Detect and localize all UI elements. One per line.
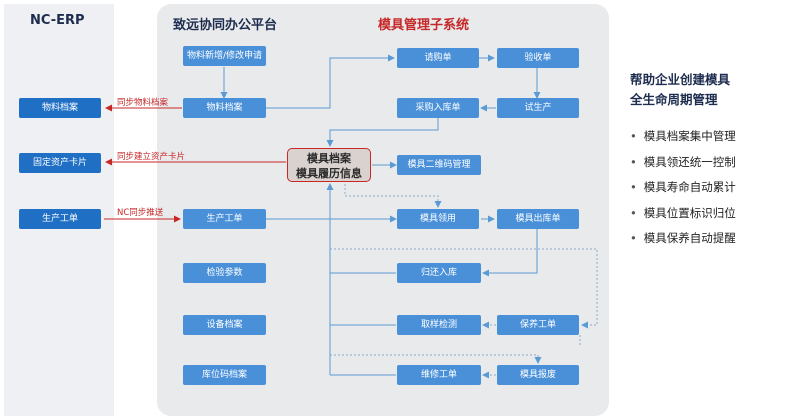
oa-material-request-node: 物料新增/修改申请 [183,46,266,66]
edge-inbound-to-hub [326,118,439,147]
acceptance-receipt-node: 验收单 [497,48,579,68]
list-item: •模具保养自动提醒 [630,231,736,245]
list-item: •模具位置标识归位 [630,205,736,220]
edge-label-sync-material: 同步物料档案 [117,98,169,108]
benefits-heading: 帮助企业创建模具 全生命周期管理 [630,70,792,110]
mold-requisition-node: 模具领用 [397,209,479,229]
benefits-heading-line-2: 全生命周期管理 [630,92,718,107]
maintenance-order-node: 保养工单 [497,315,579,335]
benefits-list: •模具档案集中管理 •模具领还统一控制 •模具寿命自动累计 •模具位置标识归位 … [630,124,792,252]
hub-line-1: 模具档案 [307,152,351,165]
oa-platform-title: 致远协同办公平台 [173,18,278,33]
nc-fixed-asset-card-node: 固定资产卡片 [19,153,101,173]
bullet-icon: • [630,205,637,220]
sampling-inspection-node: 取样检测 [397,315,481,335]
return-inbound-node: 归还入库 [397,263,481,283]
oa-inspection-params-node: 检验参数 [183,263,266,283]
benefits-panel: 帮助企业创建模具 全生命周期管理 •模具档案集中管理 •模具领还统一控制 •模具… [630,70,792,252]
edge-label-nc-push: NC同步推送 [117,208,164,218]
edge-label-sync-asset: 同步建立资产卡片 [117,152,186,162]
list-item: •模具领还统一控制 [630,154,736,169]
oa-equipment-archive-node: 设备档案 [183,315,266,335]
mold-subsystem-title: 模具管理子系统 [378,18,470,33]
nc-production-order-node: 生产工单 [19,209,101,229]
trial-production-node: 试生产 [497,98,579,118]
purchase-inbound-node: 采购入库单 [397,98,479,118]
bullet-icon: • [630,231,637,245]
edge-dashed-trunk-to-maintenance [330,248,598,329]
bullet-icon: • [630,129,637,143]
list-item: •模具寿命自动累计 [630,180,736,194]
mold-scrap-node: 模具报废 [497,365,579,385]
repair-order-node: 维修工单 [397,365,481,385]
edge-dashed-repair-to-scrap [330,354,542,364]
purchase-request-node: 请购单 [397,48,479,68]
mold-archive-hub: 模具档案 模具履历信息 [287,148,371,182]
nc-material-archive-node: 物料档案 [19,98,101,118]
oa-production-order-node: 生产工单 [183,209,266,229]
bullet-icon: • [630,180,637,194]
qr-code-management-node: 模具二维码管理 [397,155,481,175]
list-item: •模具档案集中管理 [630,129,736,143]
edge-material-to-purchase [266,54,395,109]
benefits-heading-line-1: 帮助企业创建模具 [630,72,731,87]
edge-dashed-hub-to-requisition [344,184,442,208]
edge-outbound-to-return [482,229,538,277]
mold-outbound-node: 模具出库单 [497,209,579,229]
nc-erp-title: NC-ERP [30,13,85,28]
bullet-icon: • [630,154,637,169]
hub-line-2: 模具履历信息 [296,167,362,180]
oa-material-archive-node: 物料档案 [183,98,266,118]
oa-bin-code-archive-node: 库位码档案 [183,365,266,385]
